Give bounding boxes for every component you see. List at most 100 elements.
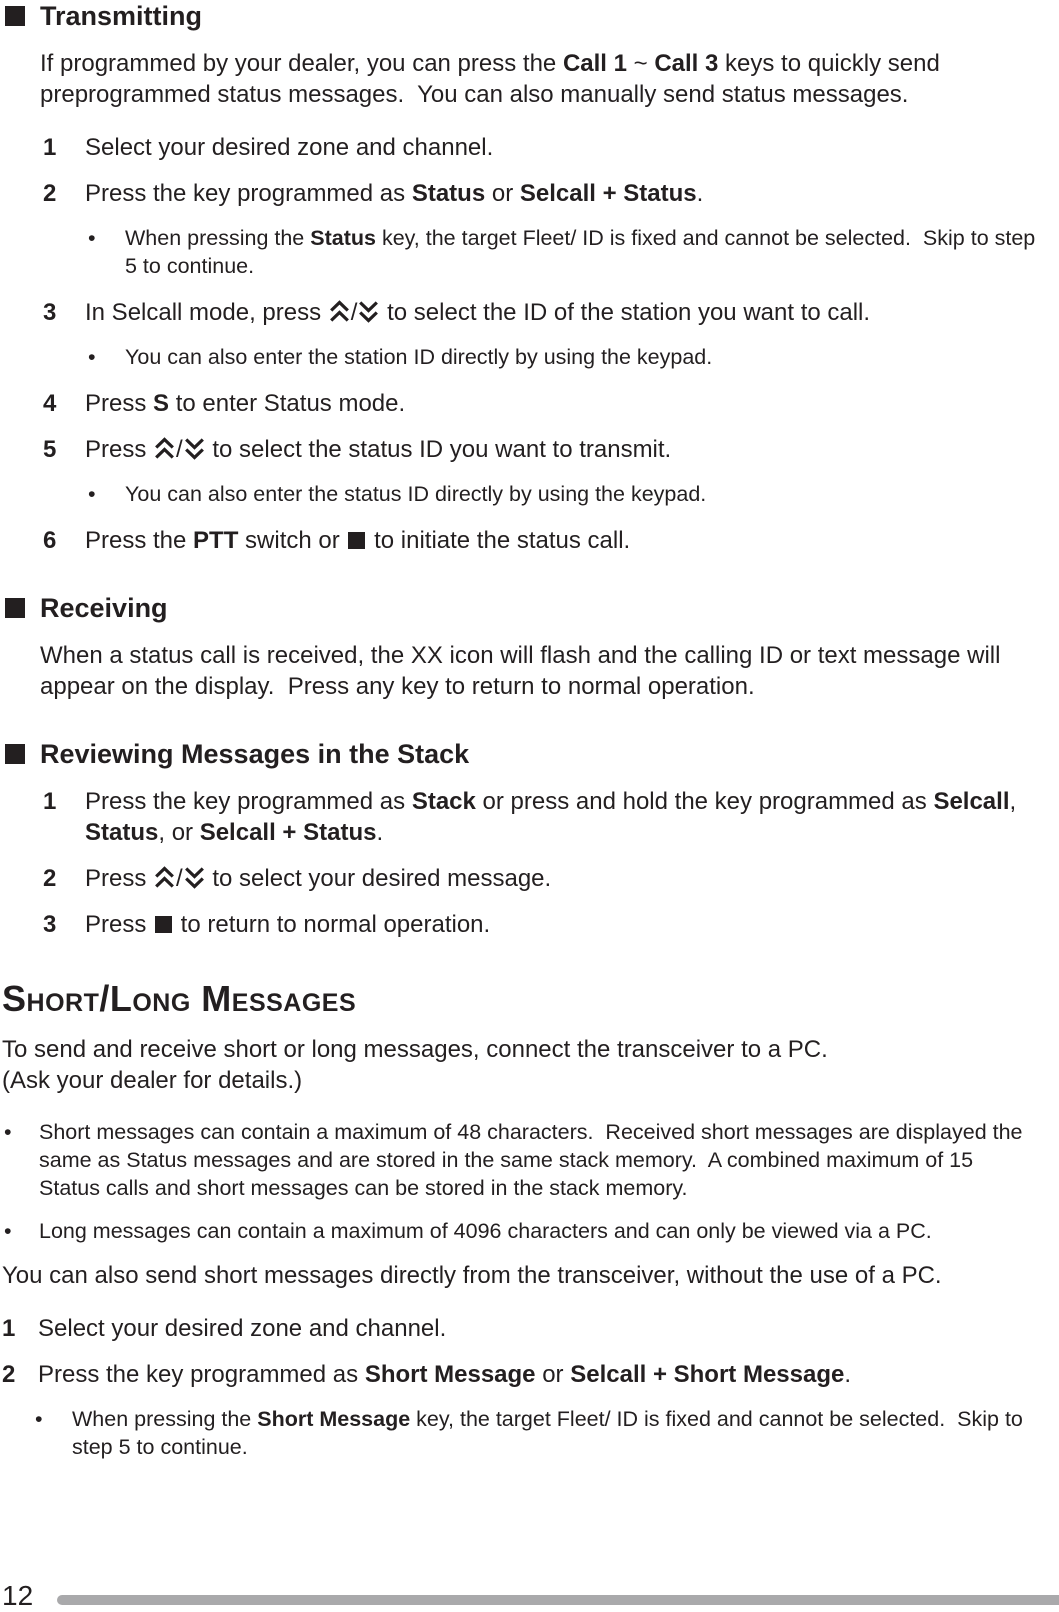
bold-text: Status [85,819,159,846]
section-body: If programmed by your dealer, you can pr… [40,48,1037,556]
bold-text: Short Message [257,1407,411,1431]
step-item: 2 Press the key programmed as Short Messa… [2,1359,1037,1390]
document-content: Transmitting If programmed by your dealer… [0,2,1037,1461]
bullet-icon: • [88,226,96,250]
bold-text: Selcall + Status [519,180,697,207]
text-run: Select your desired zone and channel. [85,134,494,161]
text-run: To send and receive short or long messag… [2,1036,828,1094]
section-heading: Reviewing Messages in the Stack [5,740,1037,768]
text-run: / [176,865,183,892]
page-number: 12 [2,1580,34,1611]
text-run: , [1009,788,1023,815]
text-run: to select the ID of the station you want… [380,299,871,326]
section-heading: Receiving [5,594,1037,622]
text-run: Press [85,436,154,463]
text-run: . [376,819,384,846]
step-number: 2 [2,1361,16,1388]
paragraph: When a status call is received, the XX i… [40,640,1037,702]
text-run: keys to quickly send preprogrammed statu… [40,50,947,108]
section-bullet-icon [5,744,25,764]
text-run: key, the target Fleet/ ID is fixed and c… [72,1407,1029,1459]
step-text: Press to return to normal operation. [85,909,1037,940]
bold-text: PTT [193,527,239,554]
text-run: Press [85,390,154,417]
bold-text: Status [411,180,486,207]
text-run: . [696,180,704,207]
text-run: to initiate the status call. [367,527,631,554]
text-run: Long messages can contain a maximum of 4… [39,1219,932,1243]
section-title: Receiving [40,593,168,623]
text-run: / [176,436,183,463]
step-text: Select your desired zone and channel. [38,1313,1037,1344]
bold-text: Short Message [364,1361,536,1388]
paragraph: You can also send short messages directl… [2,1260,1037,1291]
bullet-icon: • [88,345,96,369]
paragraph: If programmed by your dealer, you can pr… [40,48,1037,110]
text-run: Short messages can contain a maximum of … [39,1120,1029,1200]
note-text: When pressing the Status key, the target… [125,224,1037,280]
scroll-down-key-icon [184,866,205,889]
text-run: When a status call is received, the XX i… [40,642,1008,700]
note-text: You can also enter the station ID direct… [125,343,1037,371]
page-footer: 12 [0,1568,1059,1612]
text-run: If programmed by your dealer, you can pr… [40,50,563,77]
bold-text: Stack [411,788,476,815]
text-run: Press the key programmed as [38,1361,365,1388]
scroll-down-key-icon [184,437,205,460]
text-run: to select your desired message. [205,865,552,892]
step-text: Press the key programmed as Short Messag… [38,1359,1037,1390]
section-heading: Transmitting [5,2,1037,30]
note-item: •When pressing the Short Message key, th… [33,1405,1037,1461]
text-run: Press [85,911,154,938]
step-text: Select your desired zone and channel. [85,132,1037,163]
text-run: You can also enter the station ID direct… [125,345,713,369]
step-number: 2 [43,180,57,207]
note-text: When pressing the Short Message key, the… [72,1405,1037,1461]
bullet-icon: • [88,482,96,506]
text-run: to return to normal operation. [174,911,491,938]
plain-body: To send and receive short or long messag… [0,1034,1037,1461]
main-heading: Short/Long Messages [2,978,357,1019]
text-run: Press the key programmed as [85,180,412,207]
section-bullet-icon [5,6,25,26]
section-bullet-icon [5,598,25,618]
side-key-square-icon [348,532,366,549]
step-number: 3 [43,299,57,326]
text-run: switch or [238,527,347,554]
text-run: or [535,1361,571,1388]
scroll-down-key-icon [358,300,379,323]
bullet-icon: • [4,1120,12,1144]
scroll-up-key-icon [154,437,175,460]
step-number: 1 [2,1315,16,1342]
bold-text: Call 3 [654,50,719,77]
text-run: Press the key programmed as [85,788,412,815]
bullet-item: • Short messages can contain a maximum of… [2,1118,1037,1202]
note-item: • You can also enter the status ID direct… [86,480,1037,508]
text-run: You can also enter the status ID directl… [125,482,707,506]
step-text: Press the PTT switch or to initiate the … [85,525,1037,556]
section-title: Transmitting [40,1,203,31]
section-title: Reviewing Messages in the Stack [40,739,470,769]
text-run: to enter Status mode. [169,390,406,417]
text-run: In Selcall mode, press [85,299,328,326]
text-run: ~ [626,50,655,77]
bold-text: Selcall + Status [199,819,377,846]
step-text: Press the key programmed as Stack or pre… [85,786,1037,848]
bold-text: Status [310,226,376,250]
text-run: or press and hold the key programmed as [475,788,934,815]
paragraph: To send and receive short or long messag… [2,1034,1037,1096]
note-text: You can also enter the status ID directl… [125,480,1037,508]
text-run: When pressing the [72,1407,258,1431]
section-transmitting: Transmitting If programmed by your dealer… [0,2,1037,556]
step-item: 1 Select your desired zone and channel. [2,1313,1037,1344]
text-run: You can also send short messages directl… [2,1262,942,1289]
